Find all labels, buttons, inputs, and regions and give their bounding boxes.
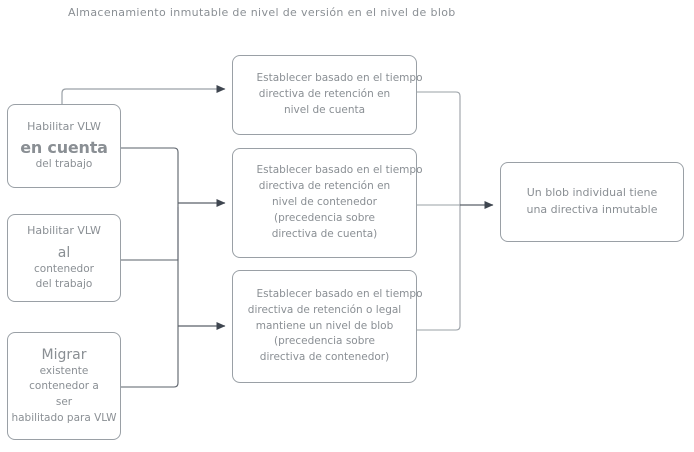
- node-line: Establecer basado en el tiempo: [256, 72, 423, 85]
- node-account-retention-policy[interactable]: Establecer basado en el tiempo directiva…: [232, 55, 423, 135]
- connector-account-policy-to-right-bus: [417, 91, 461, 205]
- connector-container-to-bus: [121, 207, 179, 261]
- node-line: directiva de retención o legal: [247, 303, 402, 316]
- node-line: contenedor a: [29, 380, 99, 393]
- node-enable-vlw-container[interactable]: Habilitar VLW al contenedor del trabajo: [7, 214, 121, 302]
- node-line: del trabajo: [35, 157, 93, 170]
- node-line: una directiva inmutable: [526, 203, 658, 216]
- node-line: directiva de cuenta): [271, 227, 378, 240]
- node-line: Habilitar VLW: [27, 223, 101, 237]
- node-line: del trabajo: [35, 278, 93, 291]
- node-line: nivel de contenedor: [272, 196, 377, 209]
- node-enable-vlw-account[interactable]: Habilitar VLW en cuenta del trabajo: [7, 104, 121, 188]
- node-blob-retention-policy[interactable]: Establecer basado en el tiempo directiva…: [232, 270, 423, 383]
- connector-blob-policy-to-right-bus: [417, 205, 461, 331]
- page-title: Almacenamiento inmutable de nivel de ver…: [68, 6, 456, 19]
- node-blob-has-immutable-policy[interactable]: Un blob individual tiene una directiva i…: [500, 162, 684, 242]
- node-line: directiva de contenedor): [259, 351, 390, 364]
- connector-account-to-bus: [121, 147, 179, 207]
- node-line: al: [57, 245, 71, 262]
- node-line: contenedor: [34, 262, 94, 275]
- node-line: existente: [39, 364, 89, 377]
- connector-migrate-to-bus: [121, 207, 179, 388]
- node-migrate-container[interactable]: Migrar existente contenedor a ser habili…: [7, 332, 121, 440]
- node-line: (precedencia sobre: [274, 211, 375, 224]
- node-line: mantiene un nivel de blob: [255, 319, 394, 332]
- node-line: Establecer basado en el tiempo: [256, 287, 423, 300]
- node-line: directiva de retención en: [258, 180, 391, 193]
- node-line: Establecer basado en el tiempo: [256, 164, 423, 177]
- node-container-retention-policy[interactable]: Establecer basado en el tiempo directiva…: [232, 148, 423, 258]
- connector-account-to-account-policy: [61, 85, 226, 104]
- node-line: directiva de retención en: [258, 88, 391, 101]
- node-line: Un blob individual tiene: [526, 186, 658, 200]
- node-line: Habilitar VLW: [27, 120, 101, 134]
- node-line: ser: [55, 396, 73, 409]
- node-line: habilitado para VLW: [11, 412, 117, 425]
- node-line: Migrar: [41, 347, 87, 364]
- node-line: en cuenta: [20, 137, 108, 157]
- node-line: nivel de cuenta: [283, 103, 366, 116]
- node-line: (precedencia sobre: [274, 335, 375, 348]
